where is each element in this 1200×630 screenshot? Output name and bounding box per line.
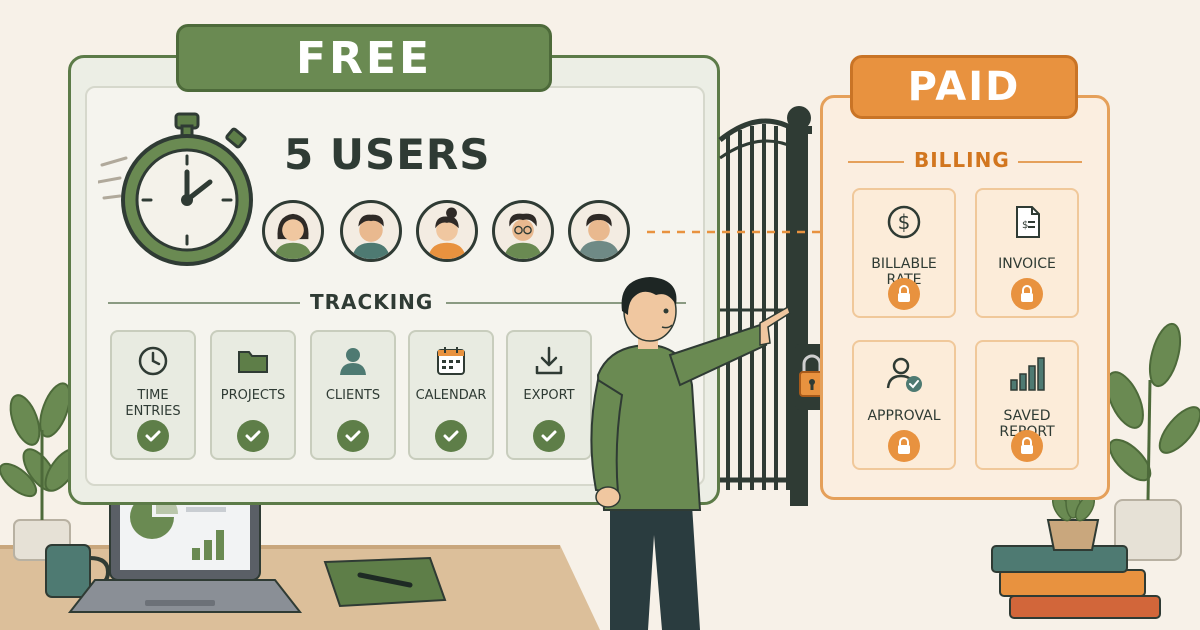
lock-icon [888, 430, 920, 462]
free-plan-title: FREE [176, 24, 552, 92]
tracking-rule-left [108, 302, 300, 304]
user-avatar [492, 200, 554, 262]
download-icon [535, 346, 563, 375]
person-pointing [590, 277, 791, 630]
tracking-rule-right [446, 302, 686, 304]
approval-icon [886, 357, 922, 392]
feature-label: EXPORT [523, 388, 575, 403]
calendar-icon [437, 347, 465, 375]
svg-text:$: $ [1022, 220, 1028, 231]
check-icon [137, 420, 169, 452]
billing-rule-right [1018, 161, 1082, 163]
feature-tile-clients: CLIENTS [310, 330, 396, 460]
user-avatar [340, 200, 402, 262]
person-icon [340, 348, 366, 375]
svg-text:$: $ [898, 210, 911, 234]
feature-tile-saved-report: SAVEDREPORT [975, 340, 1079, 470]
folder-icon [238, 351, 268, 373]
feature-label: APPROVAL [867, 408, 941, 424]
feature-tile-export: EXPORT [506, 330, 592, 460]
feature-tile-calendar: CALENDAR [408, 330, 494, 460]
tracking-heading: TRACKING [310, 290, 434, 314]
lock-icon [1011, 430, 1043, 462]
feature-label: CLIENTS [325, 388, 381, 403]
report-icon [1010, 357, 1045, 391]
lock-icon [888, 278, 920, 310]
check-icon [533, 420, 565, 452]
billing-rule-left [848, 161, 904, 163]
upgrade-arrow [647, 224, 841, 240]
paid-plan-title: PAID [850, 55, 1078, 119]
feature-tile-approval: APPROVAL [852, 340, 956, 470]
users-heading: 5 USERS [284, 130, 491, 179]
user-avatar [568, 200, 630, 262]
clock-icon [138, 346, 168, 376]
user-avatar [262, 200, 324, 262]
feature-label: CALENDAR [415, 388, 487, 403]
check-icon [337, 420, 369, 452]
check-icon [435, 420, 467, 452]
check-icon [237, 420, 269, 452]
feature-label: INVOICE [998, 256, 1056, 272]
lock-icon [1011, 278, 1043, 310]
feature-tile-billable-rate: $ BILLABLERATE [852, 188, 956, 318]
stopwatch-icon [98, 112, 253, 266]
billing-heading: BILLING [914, 148, 1010, 172]
gate [718, 106, 812, 506]
invoice-icon: $ [1016, 206, 1040, 238]
feature-label: PROJECTS [220, 388, 286, 403]
feature-tile-projects: PROJECTS [210, 330, 296, 460]
user-avatar [416, 200, 478, 262]
feature-tile-invoice: $ INVOICE [975, 188, 1079, 318]
dollar-icon: $ [887, 205, 921, 239]
